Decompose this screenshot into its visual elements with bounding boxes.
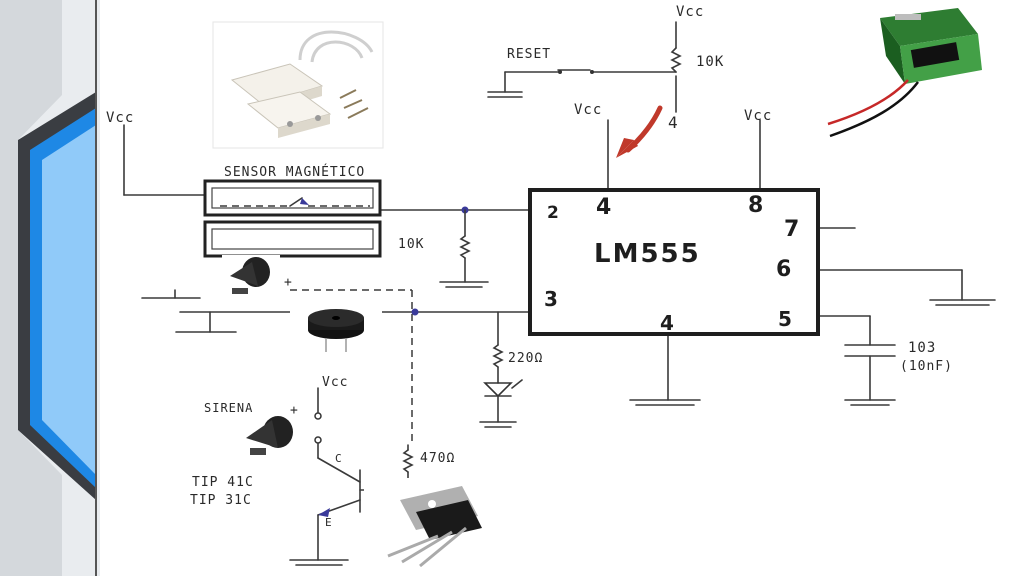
schematic-wires xyxy=(123,21,996,566)
lm555-chip xyxy=(528,188,820,336)
label-base-resistor: 470Ω xyxy=(420,451,455,466)
label-vcc-left: Vcc xyxy=(106,110,134,126)
label-reset-resistor: 10K xyxy=(696,54,724,70)
label-pin6: 6 xyxy=(776,257,791,282)
label-vcc-siren: Vcc xyxy=(322,375,348,390)
label-reset: RESET xyxy=(507,47,551,62)
label-pin4-bottom: 4 xyxy=(660,311,674,335)
buzzer-photo xyxy=(290,298,382,360)
label-collector: C xyxy=(335,452,343,465)
label-sensor: SENSOR MAGNÉTICO xyxy=(224,164,365,180)
label-pin5: 5 xyxy=(778,307,792,331)
label-capacitor-unit: (10nF) xyxy=(900,359,953,374)
label-siren-plus: + xyxy=(290,403,299,418)
label-lm555: LM555 xyxy=(594,239,701,269)
label-capacitor-value: 103 xyxy=(908,340,936,356)
label-vcc-top: Vcc xyxy=(676,4,704,20)
siren-photo xyxy=(236,414,298,462)
label-pin8: 8 xyxy=(748,193,763,218)
slide-side-frame xyxy=(0,0,100,576)
label-pin2: 2 xyxy=(547,203,559,223)
label-pin4-ext: 4 xyxy=(668,113,679,132)
label-siren: SIRENA xyxy=(204,401,253,415)
speaker-photo xyxy=(222,255,280,299)
label-vcc-pin4: Vcc xyxy=(574,102,602,118)
label-led-resistor: 220Ω xyxy=(508,351,543,366)
reset-pin-arrow xyxy=(616,105,663,158)
magnetic-sensor-symbol xyxy=(203,179,382,258)
label-pin7: 7 xyxy=(784,217,799,242)
label-pin4-top: 4 xyxy=(596,195,611,220)
label-tip41c: TIP 41C xyxy=(192,475,254,490)
transistor-photo xyxy=(364,478,498,570)
label-tip31c: TIP 31C xyxy=(190,493,252,508)
label-emitter: E xyxy=(325,516,333,529)
label-pin3: 3 xyxy=(544,287,558,311)
magnetic-sensor-photo xyxy=(212,21,384,149)
battery-photo xyxy=(790,0,986,146)
label-vcc-pin8: Vcc xyxy=(744,108,772,124)
label-pulldown-resistor: 10K xyxy=(398,237,424,252)
label-speaker-plus: + xyxy=(284,275,293,290)
